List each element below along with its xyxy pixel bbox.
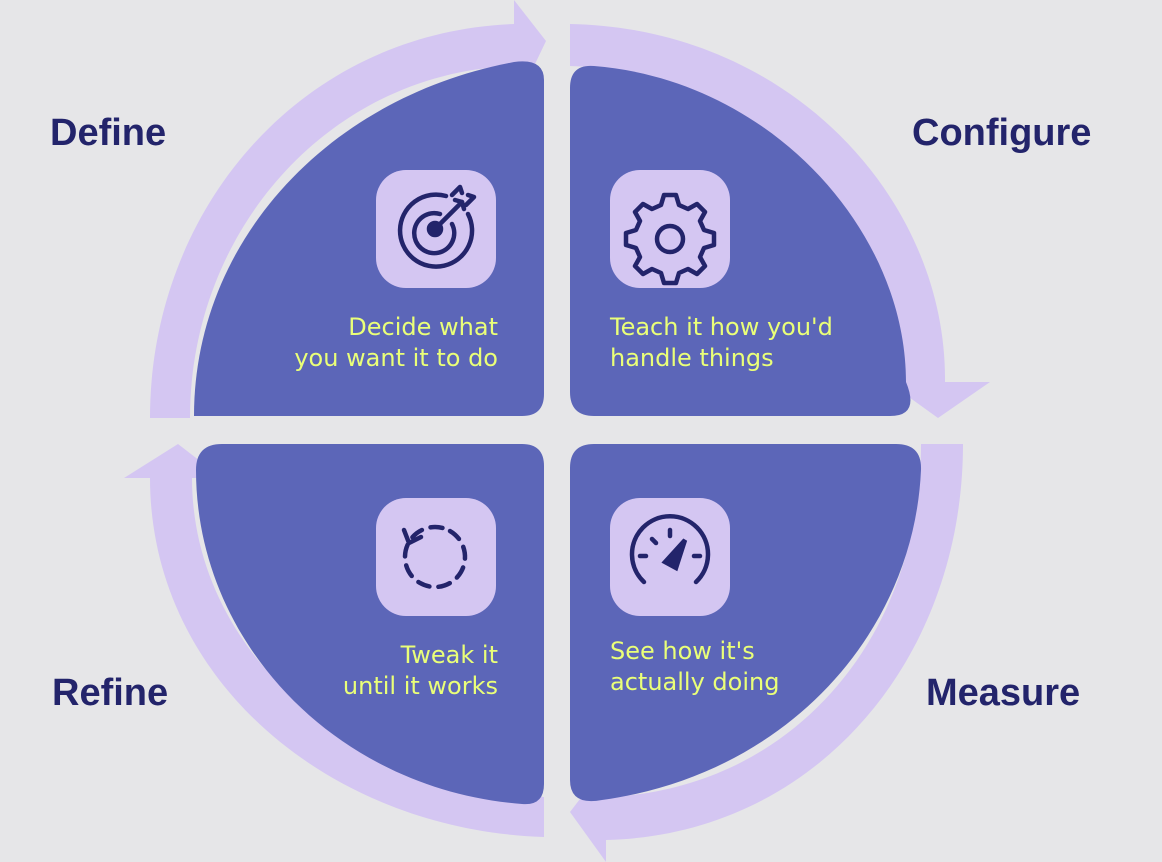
refresh-dashed-icon <box>376 498 496 616</box>
caption-line: Decide what <box>348 313 498 341</box>
arrow-measure-to-refine <box>570 444 963 862</box>
quadrant-define <box>194 61 544 417</box>
caption-line: handle things <box>610 344 774 372</box>
stage-caption-configure: Teach it how you'd handle things <box>610 312 833 374</box>
caption-line: See how it's <box>610 637 755 665</box>
quadrants <box>194 61 922 805</box>
stage-caption-refine: Tweak it until it works <box>343 640 498 702</box>
stage-title-define: Define <box>50 112 167 154</box>
quadrant-configure <box>570 65 911 416</box>
cycle-arrows <box>124 0 990 862</box>
target-icon <box>376 170 496 288</box>
caption-line: until it works <box>342 672 498 700</box>
icon-tiles <box>376 170 730 616</box>
arrow-define-to-configure <box>150 0 546 418</box>
stage-caption-define: Decide what you want it to do <box>294 312 498 374</box>
caption-line: Teach it how you'd <box>610 313 833 341</box>
stage-title-measure: Measure <box>926 672 1081 714</box>
speedometer-icon <box>610 498 730 616</box>
stage-title-refine: Refine <box>52 672 169 714</box>
caption-line: actually doing <box>610 668 780 696</box>
quadrant-measure <box>570 444 922 802</box>
caption-line: you want it to do <box>294 344 498 372</box>
gear-icon <box>610 170 730 288</box>
arrow-configure-to-measure <box>570 24 990 418</box>
quadrant-refine <box>196 444 544 805</box>
stage-title-configure: Configure <box>912 112 1092 154</box>
stage-caption-measure: See how it's actually doing <box>610 636 779 698</box>
caption-line: Tweak it <box>400 641 498 669</box>
